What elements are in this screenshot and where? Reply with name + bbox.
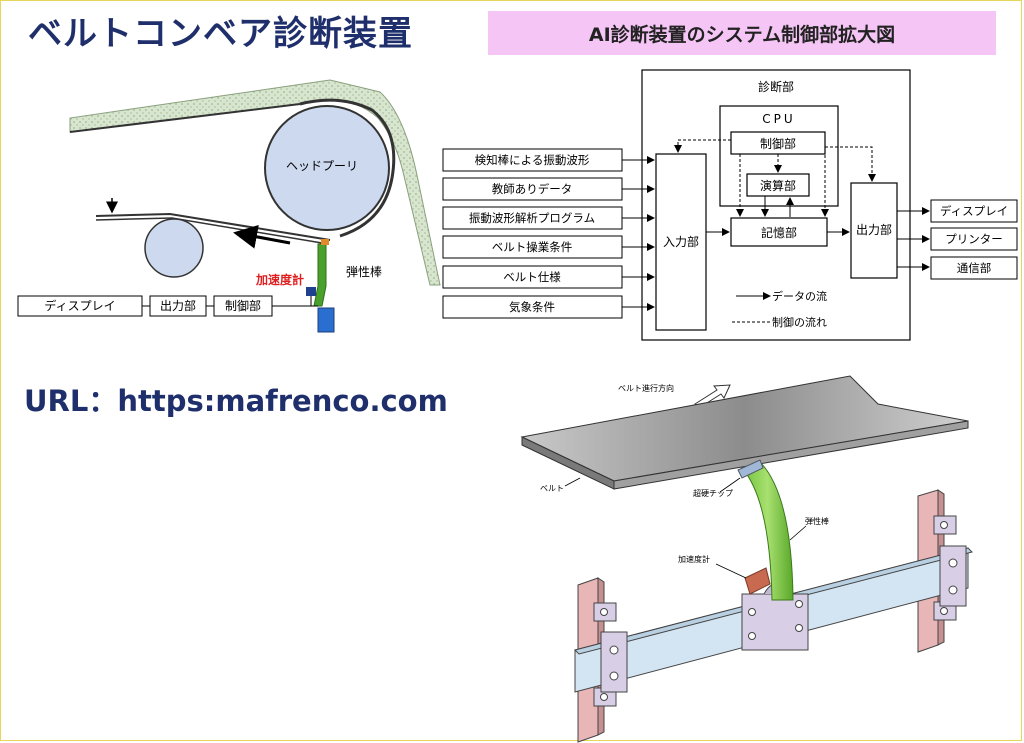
output-item: プリンター <box>945 232 1003 246</box>
memory-box <box>730 217 828 247</box>
direction-label: ベルト進行方向 <box>618 383 674 393</box>
input-item: 検知棒による振動波形 <box>475 153 590 167</box>
legend-data-flow: データの流 <box>772 289 827 303</box>
isometric-view: ベルト進行方向 ベルト <box>520 375 973 743</box>
input-label: 入力部 <box>663 234 699 249</box>
output-item: ディスプレイ <box>940 204 1008 218</box>
output-label: 出力部 <box>856 222 892 237</box>
output-box <box>850 182 898 279</box>
accelerometer-block <box>306 287 316 296</box>
belt-label: ベルト <box>540 484 564 493</box>
belt-direction-arrow <box>233 225 291 249</box>
accelerometer-label: 加速度計 <box>255 272 304 287</box>
carbide-tip <box>737 459 764 479</box>
input-item: 教師ありデータ <box>492 182 573 196</box>
elastic-rod <box>313 243 327 307</box>
elastic-rod-3d <box>741 461 794 601</box>
left-display-box: ディスプレイ <box>44 298 115 313</box>
control-label: 制御部 <box>760 136 796 151</box>
accel-label-3d: 加速度計 <box>678 554 710 564</box>
cpu-label: CPU <box>762 112 795 126</box>
return-roller <box>144 218 204 278</box>
input-item: 振動波形解析プログラム <box>469 211 595 225</box>
system-block-diagram: 診断部 CPU 制御部 演算部 記憶部 入力部 出力部 検知棒による振動波形 教… <box>442 69 1018 341</box>
memory-label: 記憶部 <box>761 225 797 240</box>
input-item: 気象条件 <box>509 300 555 314</box>
legend-control-flow: 制御の流れ <box>772 315 827 329</box>
head-pulley-label: ヘッドプーリ <box>286 159 358 173</box>
tip-label: 超硬チップ <box>693 488 733 498</box>
calc-box <box>746 173 810 197</box>
input-box <box>655 153 707 331</box>
left-output-box: 出力部 <box>160 298 196 313</box>
diagnosis-label: 診断部 <box>758 79 794 94</box>
page-title: ベルトコンベア診断装置 <box>28 14 413 54</box>
conveyor-side-view: ヘッドプーリ 加速度計 弾性棒 ディスプレイ 出力部 制御部 <box>17 79 441 333</box>
input-item: ベルト操業条件 <box>492 240 573 254</box>
output-item: 通信部 <box>957 261 992 275</box>
elastic-rod-label: 弾性棒 <box>346 265 382 279</box>
accelerometer-3d <box>744 567 771 595</box>
url-text: URL：https:mafrenco.com <box>24 384 448 418</box>
diagram-banner: AI診断装置のシステム制御部拡大図 <box>488 11 996 55</box>
head-pulley <box>264 105 390 231</box>
left-control-box: 制御部 <box>225 298 261 313</box>
calc-label: 演算部 <box>760 178 796 193</box>
input-item: ベルト仕様 <box>503 270 561 284</box>
rod-label: 弾性棒 <box>805 516 829 526</box>
return-belt <box>95 212 331 241</box>
sensor-base <box>317 307 335 333</box>
